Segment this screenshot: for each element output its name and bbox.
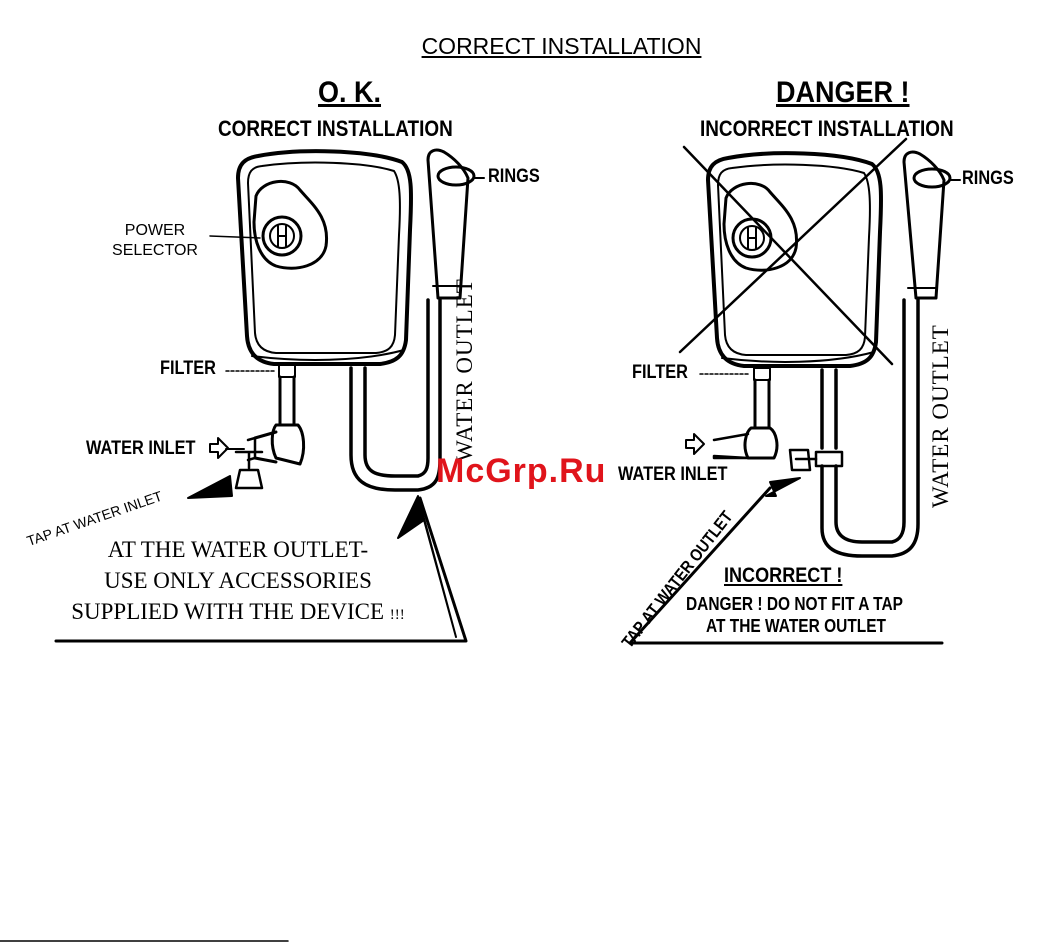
power-selector-label: POWER SELECTOR bbox=[104, 221, 206, 261]
right-heading: DANGER ! bbox=[776, 76, 910, 109]
danger-line2: AT THE WATER OUTLET bbox=[706, 616, 887, 636]
right-water-outlet-label: WATER OUTLET bbox=[928, 324, 953, 508]
left-outlet-hose bbox=[349, 148, 485, 492]
power-selector-line1: POWER bbox=[124, 222, 186, 239]
power-selector-line2: SELECTOR bbox=[112, 242, 198, 259]
right-rings-label: RINGS bbox=[962, 168, 1014, 189]
warning-marks: !!! bbox=[389, 607, 405, 623]
left-inlet-pipe bbox=[225, 364, 306, 490]
right-inlet-pipe bbox=[685, 367, 779, 460]
warning-line2: USE ONLY ACCESSORIES bbox=[104, 568, 372, 593]
right-water-inlet-label: WATER INLET bbox=[618, 464, 728, 485]
left-warning-text: AT THE WATER OUTLET- USE ONLY ACCESSORIE… bbox=[46, 534, 430, 631]
right-subheading: INCORRECT INSTALLATION bbox=[700, 116, 954, 141]
left-subheading: CORRECT INSTALLATION bbox=[218, 116, 453, 141]
left-filter-label: FILTER bbox=[160, 358, 216, 379]
left-water-inlet-label: WATER INLET bbox=[86, 438, 196, 459]
warning-line3: SUPPLIED WITH THE DEVICE bbox=[71, 599, 385, 624]
right-outlet-hose bbox=[788, 150, 961, 558]
left-heater-unit bbox=[209, 149, 414, 366]
right-heater-unit bbox=[678, 137, 908, 368]
watermark: McGrp.Ru bbox=[436, 452, 607, 490]
right-arrows bbox=[628, 477, 944, 645]
page-title: CORRECT INSTALLATION bbox=[421, 33, 702, 59]
warning-line1: AT THE WATER OUTLET- bbox=[107, 537, 369, 562]
left-heading: O. K. bbox=[318, 76, 382, 109]
left-arrows bbox=[54, 437, 468, 643]
right-filter-label: FILTER bbox=[632, 362, 688, 383]
danger-line1: DANGER ! DO NOT FIT A TAP bbox=[686, 594, 904, 614]
incorrect-label: INCORRECT ! bbox=[724, 564, 843, 587]
left-water-outlet-label: WATER OUTLET bbox=[452, 278, 477, 462]
left-rings-label: RINGS bbox=[488, 166, 540, 187]
